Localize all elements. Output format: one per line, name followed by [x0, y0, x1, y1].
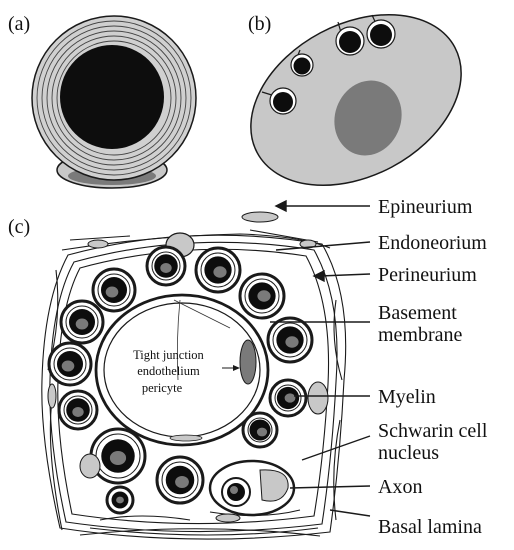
panel-c-label: (c) [8, 216, 30, 238]
axon-leader [290, 486, 370, 488]
fibroblast-4 [216, 514, 240, 522]
axon-core [116, 497, 124, 504]
capillary-label-line3: pericyte [142, 381, 183, 395]
perineurium-arrow [314, 271, 324, 281]
fibroblast-1 [88, 240, 108, 248]
capillary-label-line2: endothelium [137, 364, 200, 378]
axon-core [285, 393, 296, 402]
axon-core [72, 407, 83, 417]
schwann-nucleus-c2 [80, 454, 100, 478]
label-schwann-cell: Schwarin cell [378, 420, 488, 442]
capillary: Tight junction endothelium pericyte [96, 295, 268, 445]
axon-core [257, 428, 267, 437]
panel-c-nerve-fascicle: (c) [8, 212, 346, 539]
endoneorium-leader [276, 242, 370, 250]
axon-core [213, 266, 226, 277]
label-epineurium: Epineurium [378, 196, 473, 218]
pericyte [240, 340, 256, 384]
unmyelinated-bundle [210, 461, 294, 515]
axon-core [62, 361, 75, 372]
label-membrane: membrane [378, 324, 463, 346]
label-myelin: Myelin [378, 386, 436, 408]
fibroblast-3 [48, 384, 56, 408]
axon-core [285, 336, 298, 347]
axon-core [76, 319, 89, 330]
axon-core [160, 263, 171, 273]
axon-core [175, 476, 189, 488]
epineurium-arrow [276, 201, 286, 211]
panel-a-label: (a) [8, 13, 30, 35]
label-nucleus: nucleus [378, 442, 439, 464]
schwann-nucleus-c1 [308, 382, 328, 414]
axon-a [60, 45, 164, 149]
panel-b-unmyelinated-fibers: (b) [221, 0, 490, 220]
label-basement: Basement [378, 302, 457, 324]
capillary-label-line1: Tight junction [133, 348, 204, 362]
axon-core [257, 290, 270, 301]
epineurium-cell [242, 212, 278, 222]
structure-labels: Epineurium Endoneorium Perineurium Basem… [378, 196, 488, 538]
label-basal-lamina: Basal lamina [378, 516, 482, 538]
label-axon: Axon [378, 476, 422, 498]
label-endoneorium: Endoneorium [378, 232, 487, 254]
panel-b-label: (b) [248, 13, 271, 35]
axon-core [106, 287, 119, 298]
label-perineurium: Perineurium [378, 264, 477, 286]
axon-core [110, 451, 126, 465]
endothelial-nucleus [170, 435, 202, 441]
panel-a-myelinated-fiber: (a) [8, 13, 196, 188]
schwann-nucleus-leader [302, 436, 370, 460]
